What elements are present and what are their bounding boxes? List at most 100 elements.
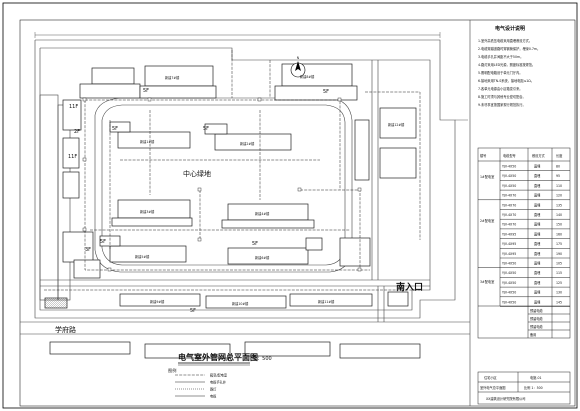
schedule-cell: 直埋 — [534, 270, 541, 275]
design-notes: 电气设计说明 1.室外高低压电缆采用直埋敷设方式。 2.电缆穿越道路时穿钢管保护… — [478, 25, 540, 107]
plan-title-block: 电气室外管网总平面图 1：500 — [178, 352, 272, 366]
schedule-cell: 130 — [556, 291, 562, 295]
schedule-cell: YJV-4X95 — [502, 242, 516, 246]
site-plan: N 新建1#楼 新建2#楼 新建3#楼 新建4#楼 新建5#楼 新建6#楼 新建… — [20, 20, 471, 406]
schedule-cell: YJV-4X50 — [502, 291, 516, 295]
north-arrow-icon: N — [290, 56, 306, 78]
floor-tag: 5F — [203, 126, 209, 132]
note-line: 9.未尽事宜按国家现行规范执行。 — [478, 102, 526, 107]
building-5 — [109, 245, 187, 263]
cable-schedule-table: 楼号 电缆型号 敷设方式 长度 1#配电室 2#配电室 3#配电室 YJV-4X… — [477, 147, 571, 339]
schedule-group: 2#配电室 — [480, 218, 494, 223]
schedule-cell: 直埋 — [534, 202, 541, 207]
schedule-cell: 直埋 — [534, 231, 541, 236]
compass-letter: N — [297, 56, 300, 60]
schedule-header: 电缆型号 — [503, 153, 516, 158]
schedule-cell: 135 — [556, 203, 562, 207]
schedule-cell: YJV-4X70 — [502, 203, 516, 207]
schedule-cell: 120 — [556, 194, 562, 198]
schedule-cell: 直埋 — [534, 193, 541, 198]
note-line: 4.路灯采用LED光源，照度标准按规范。 — [478, 62, 535, 67]
floor-tag: 5F — [190, 308, 196, 314]
note-line: 7.各单元电源由小区箱变引来。 — [478, 86, 522, 91]
title-project: 住宅小区 — [484, 375, 498, 380]
schedule-cell: YJV-4X95 — [502, 232, 516, 236]
floor-tag: 5F — [100, 239, 106, 245]
plan-title: 电气室外管网总平面图 — [178, 352, 258, 362]
schedule-cell: 直埋 — [534, 173, 541, 178]
building-label: 新建5#楼 — [135, 254, 150, 259]
building-label: 新建8#楼 — [300, 74, 315, 79]
schedule-cell: 190 — [556, 252, 562, 256]
schedule-cell: YJV-4X50 — [502, 165, 516, 169]
schedule-cell: YJV-4X50 — [502, 262, 516, 266]
building-label: 新建12#楼 — [388, 122, 405, 127]
building-east-1 — [354, 119, 370, 181]
schedule-cell: 115 — [556, 271, 562, 275]
schedule-cell: 140 — [556, 213, 562, 217]
building-label: 新建4#楼 — [255, 211, 270, 216]
schedule-cell: 直埋 — [534, 299, 541, 304]
schedule-cell: 175 — [556, 242, 562, 246]
building-label: 新建9#楼 — [150, 299, 165, 304]
schedule-cell: YJV-4X50 — [502, 174, 516, 178]
building-label: 新建3#楼 — [140, 209, 155, 214]
building-3 — [117, 199, 191, 219]
building-label: 新建10#楼 — [232, 301, 249, 306]
building-south-1 — [44, 297, 68, 309]
schedule-footer: 预留电缆 — [530, 308, 544, 313]
schedule-cell: 105 — [556, 262, 562, 266]
schedule-group: 3#配电室 — [480, 279, 494, 284]
schedule-cell: 80 — [556, 165, 560, 169]
floor-tag: 3F — [85, 247, 91, 253]
schedule-group: 1#配电室 — [480, 174, 494, 179]
schedule-footer: 备用 — [530, 332, 536, 337]
schedule-cell: YJV-4X70 — [502, 223, 516, 227]
floor-tag: 2F — [74, 129, 80, 135]
legend-item: 电缆 — [210, 394, 217, 399]
schedule-cell: 直埋 — [534, 251, 541, 256]
building-label: 新建7#楼 — [165, 75, 180, 80]
schedule-cell: 150 — [556, 223, 562, 227]
schedule-cell: 直埋 — [534, 261, 541, 266]
schedule-cell: YJV-4X50 — [502, 300, 516, 304]
floor-tag: 5F — [323, 89, 329, 95]
legend-item: 路灯 — [210, 387, 217, 392]
legend-heading: 图例 — [168, 367, 176, 374]
legend-item: 电缆手孔井 — [210, 380, 226, 385]
legend-item: 箱变/配电室 — [210, 373, 227, 378]
schedule-cell: 直埋 — [534, 183, 541, 188]
title-block: 住宅小区 电施-01 室外电气总平面图 比例 1：500 XX建筑设计研究院有限… — [477, 371, 571, 405]
building-north-1 — [91, 67, 135, 85]
building-label: 新建11#楼 — [318, 299, 335, 304]
schedule-cell: YJV-4X95 — [502, 252, 516, 256]
schedule-header: 楼号 — [480, 153, 486, 158]
schedule-cell: YJV-4X50 — [502, 184, 516, 188]
schedule-cell: 95 — [556, 174, 560, 178]
inner-frame — [19, 19, 576, 407]
schedule-header: 长度 — [556, 153, 563, 158]
schedule-cell: 直埋 — [534, 222, 541, 227]
schedule-cell: YJV-4X70 — [502, 213, 516, 217]
note-line: 6.接地采用TN-S系统，接地电阻≤1Ω。 — [478, 78, 534, 83]
title-row2b: 比例 1：500 — [524, 385, 543, 390]
building-1 — [117, 131, 191, 149]
building-label: 新建2#楼 — [240, 141, 255, 146]
title-row2a: 室外电气总平面图 — [480, 385, 506, 390]
schedule-cell: YJV-4X50 — [502, 281, 516, 285]
title-drawing-no: 电施-01 — [530, 375, 542, 380]
floor-tag: 11F — [69, 104, 78, 110]
schedule-footer: 预留电缆 — [530, 324, 544, 329]
schedule-cell: 直埋 — [534, 280, 541, 285]
floor-tag: 5F — [112, 126, 118, 132]
schedule-cell: 160 — [556, 232, 562, 236]
title-company: XX建筑设计研究院有限公司 — [486, 396, 525, 401]
note-line: 2.电缆穿越道路时穿钢管保护，埋深0.7m。 — [478, 46, 540, 51]
schedule-cell: 110 — [556, 184, 562, 188]
schedule-cell: 145 — [556, 300, 562, 304]
building-6 — [227, 247, 309, 265]
note-line: 8.施工时须与其他专业密切配合。 — [478, 94, 526, 99]
schedule-cell: YJV-4X70 — [502, 194, 516, 198]
floor-tag: 5F — [143, 88, 149, 94]
